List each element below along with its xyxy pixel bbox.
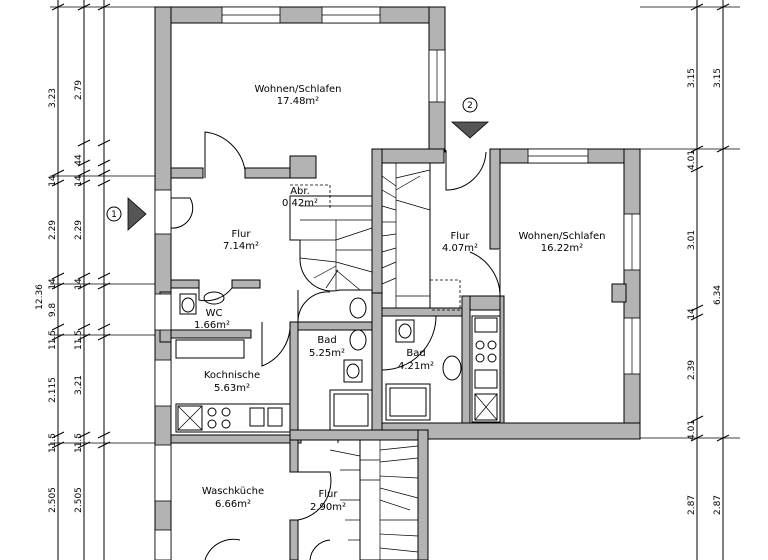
dimension-chain-left: 3.23 14 2.29 14 9.8 11.5 2.115 11.5 2.50… [35,0,160,560]
dimension-chain-right: 3.15 4.01 3.01 14 2.39 4.01 2.87 3.15 6.… [640,0,740,560]
room-name-bad-mid: Bad [317,335,336,346]
dim-left-inner-3: 14 [74,175,84,187]
room-name-bad-right: Bad [406,348,425,359]
room-area-bad-mid: 5.25m² [309,348,345,359]
dim-left-inner-5: 14 [74,278,84,290]
section-marker-1: 1 [106,197,147,231]
dim-left-total: 12.36 [35,284,45,310]
dim-left-outer-9: 2.505 [48,487,58,513]
dim-right-outer-2: 4.01 [687,150,697,170]
dim-right-inner-3: 2.87 [713,495,723,515]
dim-right-outer-4: 14 [687,308,697,320]
stairs [289,162,461,560]
room-name-wohnen-top: Wohnen/Schlafen [254,84,341,95]
windows [154,6,641,560]
room-name-kochnische: Kochnische [204,370,260,381]
marker-2-label: 2 [467,101,473,111]
room-name-abr: Abr. [290,186,310,197]
dim-left-inner-6: 11.5 [74,330,84,350]
dim-left-outer-4: 14 [48,278,58,290]
dim-left-inner-9: 2.505 [74,487,84,513]
dim-left-outer-5: 9.8 [48,303,58,318]
dim-left-outer-3: 2.29 [48,220,58,240]
dim-right-outer-6: 4.01 [687,420,697,440]
room-area-flur-bottom: 2.90m² [310,502,346,513]
room-name-wc: WC [206,308,223,319]
dim-left-outer-1: 3.23 [48,88,58,108]
dim-left-inner-4: 2.29 [74,220,84,240]
room-area-flur-right: 4.07m² [442,243,478,254]
doors [170,131,501,560]
room-name-flur-left: Flur [232,229,252,240]
room-area-kochnische: 5.63m² [214,383,250,394]
marker-1-label: 1 [111,210,117,220]
room-area-wc: 1.66m² [194,320,230,331]
room-area-flur-left: 7.14m² [223,241,259,252]
dim-left-outer-7: 2.115 [48,377,58,403]
room-labels: Wohnen/Schlafen 17.48m² Abr. 0.42m² Flur… [194,84,606,513]
dim-left-outer-6: 11.5 [48,330,58,350]
room-name-flur-right: Flur [451,231,471,242]
room-name-wohnen-right: Wohnen/Schlafen [518,231,605,242]
dim-left-inner-2: 44 [74,154,84,166]
dim-left-inner-8: 11.5 [74,433,84,453]
room-name-flur-bottom: Flur [319,489,339,500]
room-area-bad-right: 4.21m² [398,361,434,372]
dim-left-inner-7: 3.21 [74,375,84,395]
room-name-waschkueche: Waschküche [202,486,264,497]
dim-right-outer-7: 2.87 [687,495,697,515]
room-area-abr: 0.42m² [282,198,318,209]
dim-right-outer-5: 2.39 [687,360,697,380]
room-area-waschkueche: 6.66m² [215,499,251,510]
dim-left-outer-8: 11.5 [48,433,58,453]
dim-right-inner-2: 6.34 [713,285,723,305]
fixtures [175,291,501,433]
dim-right-outer-3: 3.01 [687,230,697,250]
room-area-wohnen-top: 17.48m² [277,96,319,107]
dim-left-outer-2: 14 [48,175,58,187]
dim-right-outer-1: 3.15 [687,68,697,88]
dim-left-inner-1: 2.79 [74,80,84,100]
room-area-wohnen-right: 16.22m² [541,243,583,254]
dim-right-inner-1: 3.15 [713,68,723,88]
section-marker-2: 2 [450,97,490,139]
